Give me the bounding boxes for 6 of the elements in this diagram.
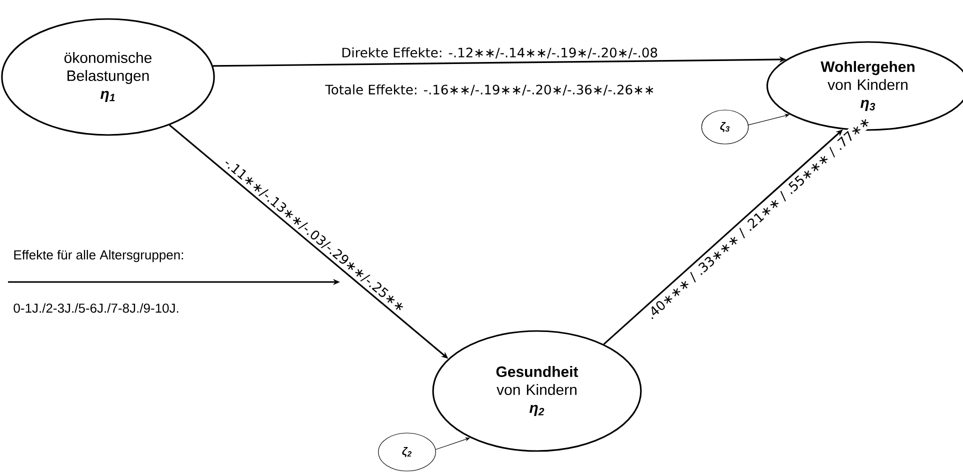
ellipse-node: Gesundheit von Kindern η$_{2}$ (432, 330, 642, 452)
edge-label: Direkte Effekte: -.12∗∗/-.14∗∗/-.19∗/-.20∗/-.08 (342, 47, 658, 58)
legend-text: Effekte für alle Altersgruppen: (14, 250, 184, 262)
legend-text: 0-1J./2-3J./5-6J./7-8J./9-10J. (14, 303, 178, 313)
effect-label: Totale Effekte: -.16∗∗/-.19∗∗/-.20∗/-.36∗/-.26∗∗ (325, 84, 654, 96)
ellipse-node: ökonomische Belastungen η$_{1}$ (1, 18, 215, 136)
